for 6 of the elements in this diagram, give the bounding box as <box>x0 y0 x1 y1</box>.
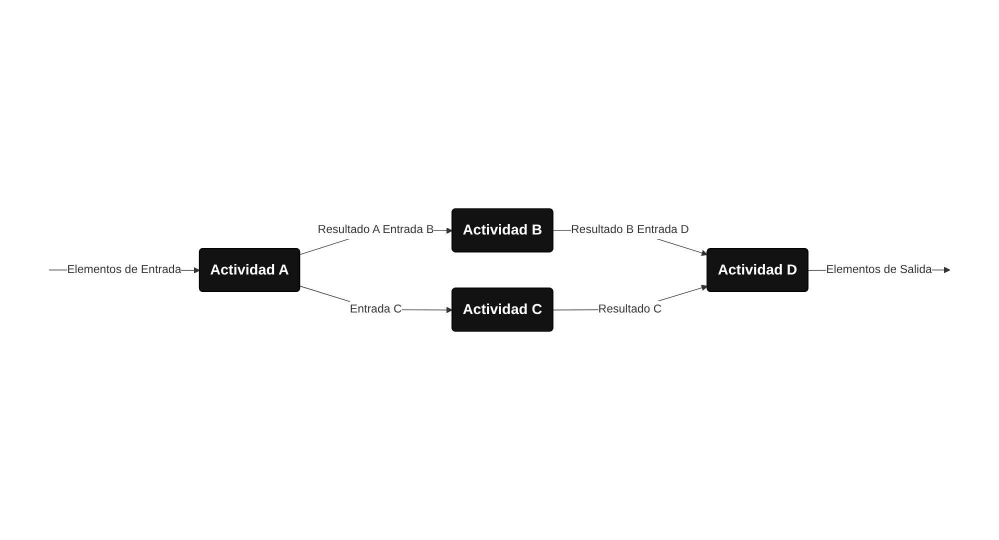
edge-label: Resultado B Entrada D <box>570 224 690 236</box>
edge-label: Resultado A Entrada B <box>318 224 434 236</box>
edge-label: Elementos de Salida <box>826 264 932 276</box>
edge-label: Resultado C <box>598 303 662 316</box>
edge-label: Entrada C <box>350 303 402 316</box>
edge-label: Elementos de Entrada <box>67 264 182 276</box>
